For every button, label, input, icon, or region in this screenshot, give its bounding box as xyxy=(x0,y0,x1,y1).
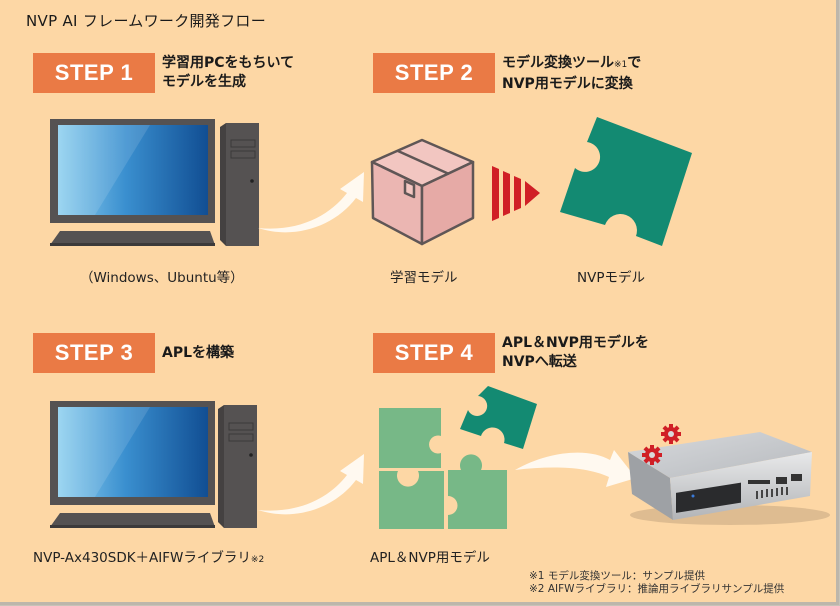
step4-badge: STEP 4 xyxy=(373,333,495,373)
step1-description: 学習用PCをもちいて モデルを生成 xyxy=(162,54,294,92)
step3-desc-line1: APLを構築 xyxy=(162,345,235,361)
pc2-caption: NVP-Ax430SDK＋AIFWライブラリ※2 xyxy=(33,546,264,566)
footnote-ref-1: ※1 xyxy=(614,60,628,70)
step2-description: モデル変換ツール※1で NVP用モデルに変換 xyxy=(502,54,641,94)
step4-description: APL＆NVP用モデルを NVPへ転送 xyxy=(502,334,649,372)
step3-badge: STEP 3 xyxy=(33,333,155,373)
pc1-caption: （Windows、Ubuntu等） xyxy=(80,270,244,286)
keyboard-icon xyxy=(50,231,215,246)
step2-badge: STEP 2 xyxy=(373,53,495,93)
curved-arrow-icon-3 xyxy=(515,450,636,487)
nvp-model-caption: NVPモデル xyxy=(577,270,645,286)
learned-model-caption: 学習モデル xyxy=(390,270,458,286)
footnotes: ※1 モデル変換ツール：サンプル提供 ※2 AIFWライブラリ：推論用ライブラリ… xyxy=(529,570,784,596)
tower-icon xyxy=(218,405,257,528)
step2-desc-line1-suffix: で xyxy=(627,55,642,71)
curved-arrow-icon-1 xyxy=(258,172,364,233)
green-puzzle-pieces xyxy=(379,408,507,529)
teal-puzzle-piece-small-icon xyxy=(460,386,537,449)
step4-desc-line2: NVPへ転送 xyxy=(502,354,577,370)
keyboard-icon xyxy=(50,513,215,528)
apl-nvp-model-caption: APL＆NVP用モデル xyxy=(370,550,490,566)
step4-desc-line1: APL＆NVP用モデルを xyxy=(502,335,649,351)
monitor-icon xyxy=(50,401,215,505)
footnote-2: ※2 AIFWライブラリ：推論用ライブラリサンプル提供 xyxy=(529,583,785,595)
diagram-title: NVP AI フレームワーク開発フロー xyxy=(26,12,266,30)
pc2-caption-text: NVP-Ax430SDK＋AIFWライブラリ xyxy=(33,550,251,566)
step3-description: APLを構築 xyxy=(162,344,234,363)
step1-desc-line1: 学習用PCをもちいて xyxy=(162,55,295,71)
monitor-icon xyxy=(50,119,215,223)
step1-badge: STEP 1 xyxy=(33,53,155,93)
step2-desc-line1: モデル変換ツール xyxy=(502,55,614,71)
gear-icon xyxy=(642,445,662,465)
curved-arrow-icon-2 xyxy=(258,454,364,515)
tower-icon xyxy=(220,123,259,246)
step1-desc-line2: モデルを生成 xyxy=(162,74,246,90)
gear-icon xyxy=(661,424,681,444)
footnote-1: ※1 モデル変換ツール：サンプル提供 xyxy=(529,570,706,582)
step2-desc-line2: NVP用モデルに変換 xyxy=(502,76,633,92)
footnote-ref-2: ※2 xyxy=(250,555,265,565)
